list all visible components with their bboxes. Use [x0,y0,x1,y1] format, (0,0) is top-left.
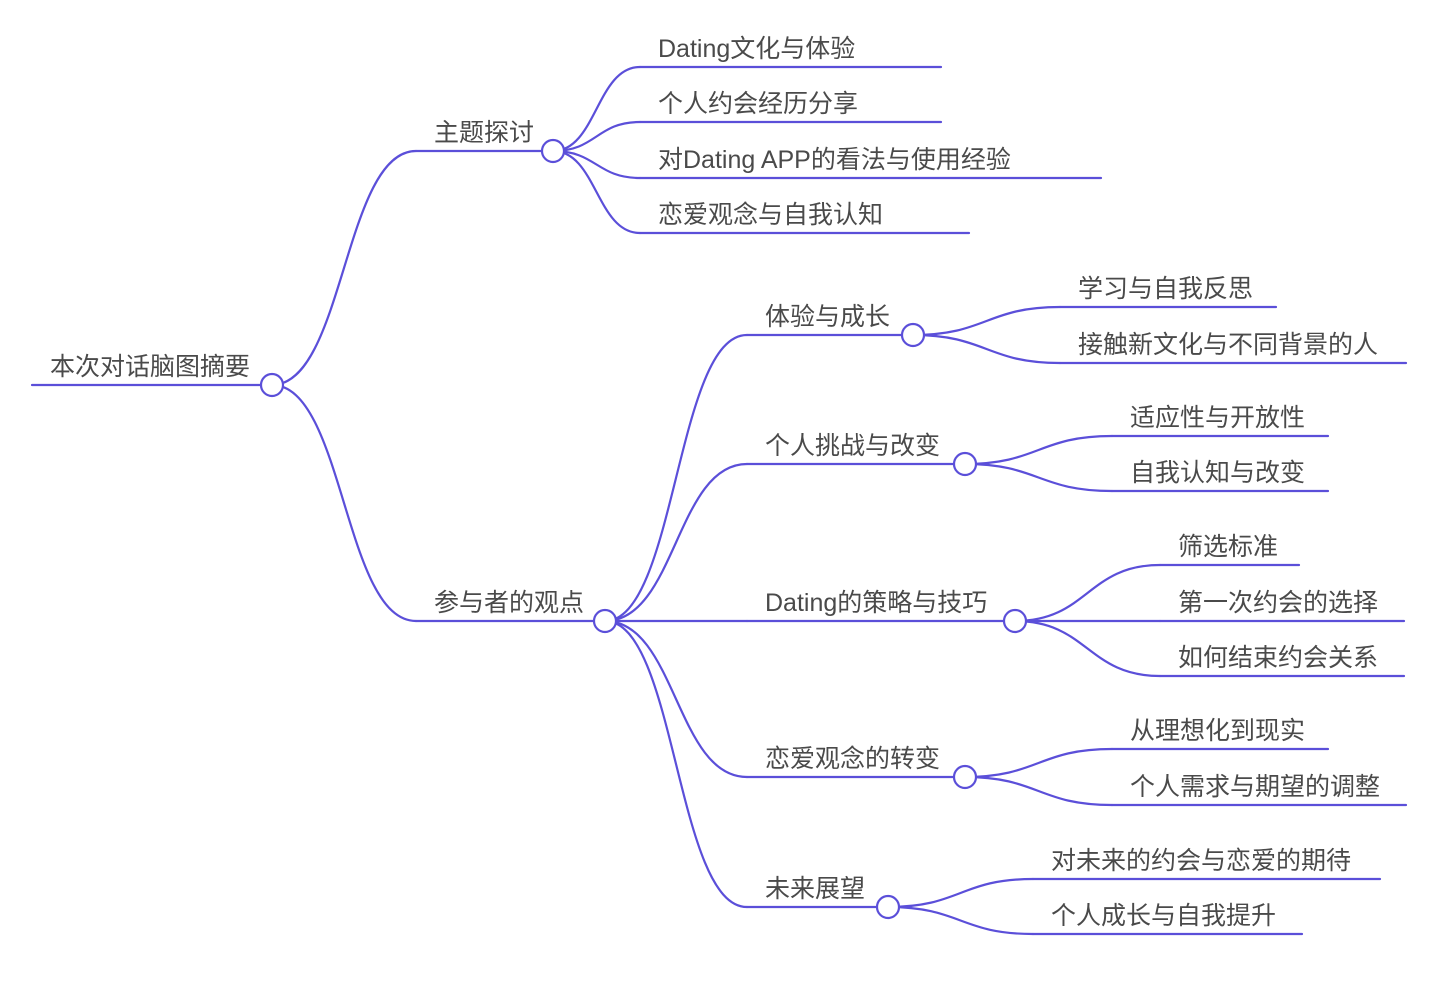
branch-connector [1013,563,1162,623]
branch-connector [603,619,749,909]
branch-connector [551,149,642,235]
branch-connector [603,619,749,779]
node-label: 第一次约会的选择 [1178,589,1378,617]
collapse-toggle-icon[interactable] [259,372,285,398]
node-label: 个人挑战与改变 [765,432,940,460]
collapse-toggle-icon[interactable] [900,322,926,348]
collapse-toggle-icon[interactable] [952,451,978,477]
branch-connector [270,149,418,387]
root-node-label: 本次对话脑图摘要 [50,353,250,381]
node-label: 从理想化到现实 [1130,717,1305,745]
node-label: 接触新文化与不同背景的人 [1078,331,1378,359]
node-label: 恋爱观念的转变 [765,745,940,773]
collapse-toggle-icon[interactable] [540,138,566,164]
branch-connector [963,775,1114,807]
node-label: 学习与自我反思 [1078,275,1253,303]
node-label: 筛选标准 [1178,533,1278,561]
branch-connector [886,877,1035,909]
branch-connector [1013,619,1162,678]
branch-connector [911,333,1062,365]
collapse-toggle-icon[interactable] [1002,608,1028,634]
node-label: 个人约会经历分享 [658,90,858,118]
node-label: 自我认知与改变 [1130,459,1305,487]
branch-connector [911,305,1062,337]
branch-connector [270,383,418,623]
node-label: 对Dating APP的看法与使用经验 [658,146,1011,174]
node-label: 适应性与开放性 [1130,404,1305,432]
branch-connector [886,905,1035,936]
node-label: 个人需求与期望的调整 [1130,773,1380,801]
branch-connector [551,120,642,153]
node-label: 参与者的观点 [434,589,584,617]
node-label: Dating文化与体验 [658,35,855,63]
collapse-toggle-icon[interactable] [875,894,901,920]
branch-connector [963,434,1114,466]
branch-connector [963,747,1114,779]
branch-connector [551,149,642,180]
node-label: 恋爱观念与自我认知 [658,201,883,229]
node-label: 主题探讨 [434,119,534,147]
node-label: 对未来的约会与恋爱的期待 [1051,847,1351,875]
node-label: Dating的策略与技巧 [765,589,987,617]
collapse-toggle-icon[interactable] [592,608,618,634]
connector-layer [30,65,1408,936]
node-label: 未来展望 [765,875,865,903]
branch-connector [603,333,749,623]
node-label: 个人成长与自我提升 [1051,902,1276,930]
collapse-toggle-icon[interactable] [952,764,978,790]
branch-connector [603,462,749,623]
branch-connector [963,462,1114,493]
node-label: 如何结束约会关系 [1178,644,1378,672]
branch-connector [551,65,642,153]
node-label: 体验与成长 [765,303,890,331]
